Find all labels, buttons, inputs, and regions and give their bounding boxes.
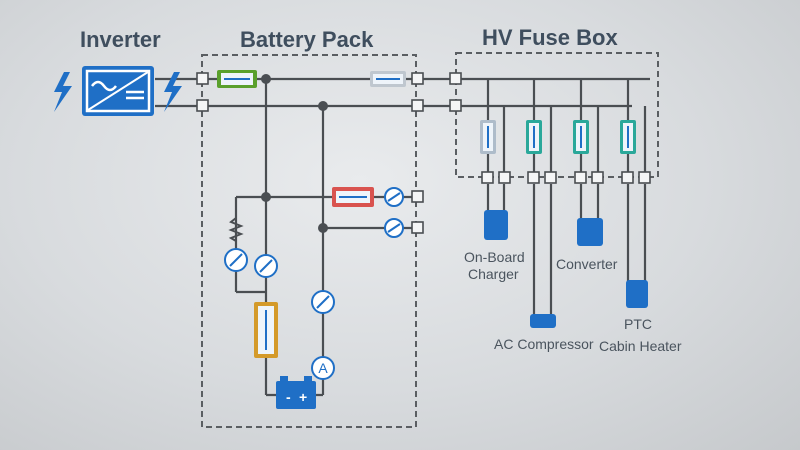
- battery-icon: - +: [276, 376, 316, 409]
- battery-fuse-icon: [254, 302, 278, 358]
- battery-minus-sign: -: [286, 389, 291, 405]
- main-fuse-icon: [217, 70, 257, 88]
- relay-left-b-icon: [254, 254, 278, 278]
- battery-plus-sign: +: [299, 389, 307, 405]
- hv-fuse-box-title: HV Fuse Box: [482, 25, 618, 50]
- lightning-right-icon: [164, 72, 182, 112]
- relay-precharge-icon: [384, 187, 404, 207]
- relay-left-a-icon: [224, 248, 248, 272]
- fuse-converter-icon: [573, 120, 589, 154]
- cabin-heater-label: Cabin Heater: [599, 338, 682, 354]
- pack-fuse-icon: [370, 71, 406, 87]
- inverter-icon: [54, 66, 182, 116]
- fuse-box-fuses: [480, 120, 636, 154]
- fuse-ac-icon: [526, 120, 542, 154]
- precharge-fuse-icon: [332, 187, 374, 207]
- battery-pack-title: Battery Pack: [240, 27, 374, 52]
- junction-nodes: [261, 74, 328, 233]
- ptc-heater-icon: [626, 280, 648, 308]
- on-board-charger-label-1: On-Board: [464, 249, 525, 265]
- ptc-label: PTC: [624, 316, 652, 332]
- hv-fuse-box-enclosure: [455, 52, 659, 178]
- relay-negative-icon: [384, 218, 404, 238]
- ac-compressor-icon: [530, 314, 556, 328]
- lightning-left-icon: [54, 72, 72, 112]
- battery-pack-enclosure: [201, 54, 417, 428]
- ac-compressor-label: AC Compressor: [494, 336, 594, 352]
- resistor-icon: [228, 217, 244, 242]
- fuse-obc-icon: [480, 120, 496, 154]
- relay-icons: [224, 187, 404, 314]
- relay-middle-icon: [311, 290, 335, 314]
- inverter-title: Inverter: [80, 27, 161, 52]
- terminals: [196, 72, 651, 234]
- on-board-charger-label-2: Charger: [468, 266, 519, 282]
- on-board-charger-icon: [484, 210, 508, 240]
- ammeter-label: A: [318, 360, 328, 376]
- converter-icon: [577, 218, 603, 246]
- fuse-ptc-icon: [620, 120, 636, 154]
- ammeter-icon: A: [311, 356, 335, 380]
- converter-label: Converter: [556, 256, 618, 272]
